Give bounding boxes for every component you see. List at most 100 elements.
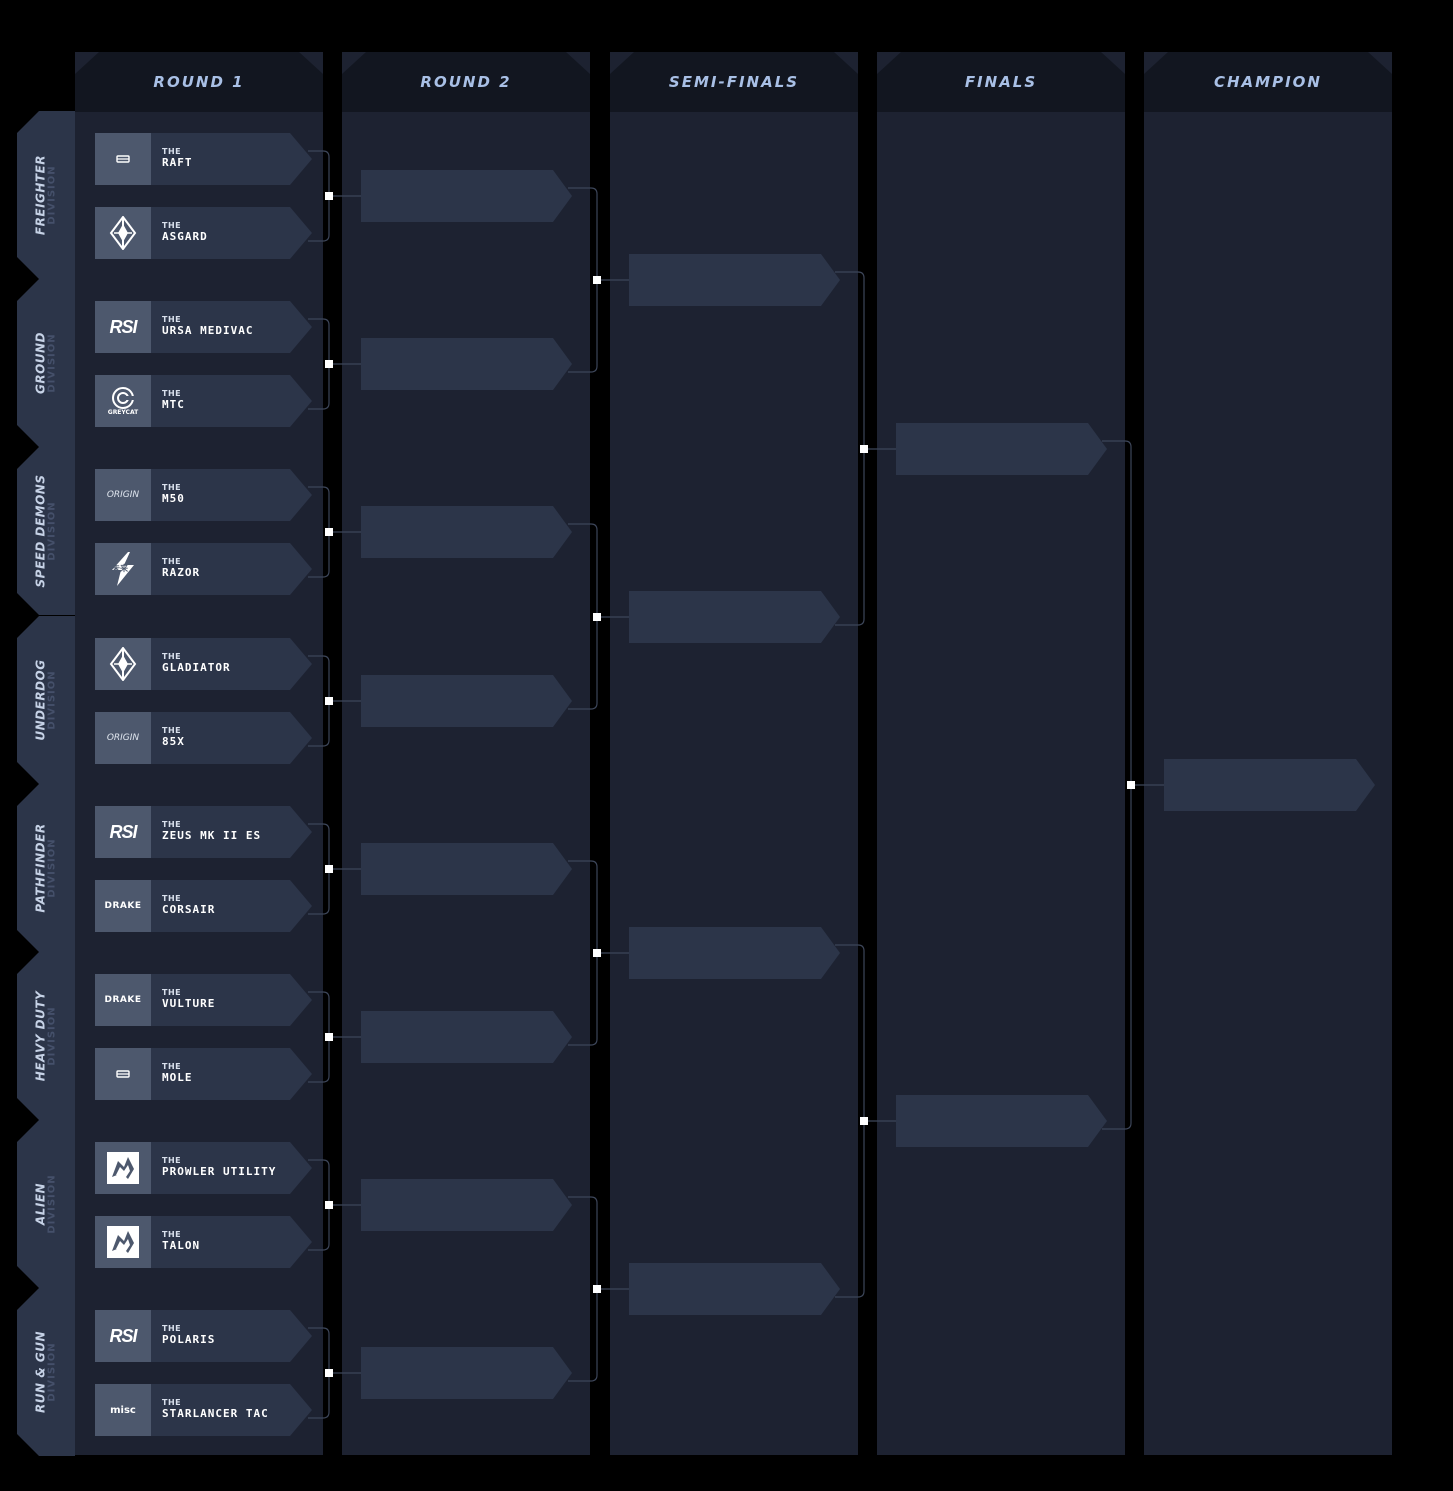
round-2-slot[interactable] [361, 338, 572, 390]
greycat-icon [111, 386, 134, 409]
team-prefix: THE [162, 726, 182, 735]
logo-text: DRAKE [104, 900, 142, 911]
argo-icon [95, 133, 151, 185]
round-2-slot[interactable] [361, 675, 572, 727]
round-2-slot[interactable] [361, 506, 572, 558]
column-header: CHAMPION [1144, 52, 1392, 112]
team-name-text: MOLE [162, 1071, 193, 1084]
argo-icon-icon [116, 1070, 130, 1078]
logo-text: 未来 [112, 564, 128, 573]
team-name-text: GLADIATOR [162, 661, 231, 674]
column-title: SEMI-FINALS [668, 73, 800, 91]
logo-text: RSI [109, 316, 137, 337]
semi-final-slot[interactable] [629, 254, 840, 306]
column-champion: CHAMPION [1144, 52, 1392, 1455]
rsi-logo: RSI [95, 301, 151, 353]
logo-text: ORIGIN [106, 490, 140, 500]
bracket-node [325, 697, 333, 705]
logo-text: RSI [109, 1325, 137, 1346]
team-prefix: THE [162, 1398, 182, 1407]
champion-slot[interactable] [1164, 759, 1375, 811]
origin-logo: ORIGIN [95, 469, 151, 521]
team-prefix: THE [162, 1156, 182, 1165]
team-name-text: 85X [162, 735, 185, 748]
team-name-text: POLARIS [162, 1333, 216, 1346]
bracket-node [325, 192, 333, 200]
semi-final-slot[interactable] [629, 591, 840, 643]
column-header: FINALS [877, 52, 1125, 112]
team-prefix: THE [162, 389, 182, 398]
logo-text: RSI [109, 821, 137, 842]
round-2-slot[interactable] [361, 170, 572, 222]
bracket-node [325, 1369, 333, 1377]
round-2-slot[interactable] [361, 1347, 572, 1399]
column-header: SEMI-FINALS [610, 52, 858, 112]
team-name-text: CORSAIR [162, 903, 216, 916]
column-finals: FINALS [877, 52, 1125, 1455]
round-2-slot[interactable] [361, 843, 572, 895]
column-header: ROUND 1 [75, 52, 323, 112]
esperia-icon-icon [107, 1226, 139, 1258]
team-name-text: VULTURE [162, 997, 216, 1010]
team-name-text: TALON [162, 1239, 201, 1252]
team-prefix: THE [162, 315, 182, 324]
team-name-text: M50 [162, 492, 185, 505]
semi-final-slot[interactable] [629, 927, 840, 979]
column-title: ROUND 1 [153, 73, 245, 91]
origin-logo: ORIGIN [95, 712, 151, 764]
final-slot[interactable] [896, 423, 1107, 475]
bracket-node [593, 949, 601, 957]
team-name-text: STARLANCER TAC [162, 1407, 269, 1420]
bracket-node [593, 613, 601, 621]
team-name-text: URSA MEDIVAC [162, 324, 254, 337]
team-prefix: THE [162, 221, 182, 230]
esperia-icon [95, 1216, 151, 1268]
argo-icon-icon [116, 155, 130, 163]
esperia-icon [95, 1142, 151, 1194]
team-name-text: ASGARD [162, 230, 208, 243]
drake-logo: DRAKE [95, 974, 151, 1026]
bracket-node [325, 360, 333, 368]
semi-final-slot[interactable] [629, 1263, 840, 1315]
team-prefix: THE [162, 557, 182, 566]
team-prefix: THE [162, 483, 182, 492]
logo-text: misc [110, 1404, 136, 1416]
round-2-slot[interactable] [361, 1179, 572, 1231]
bracket-node [325, 528, 333, 536]
anvil-icon [95, 638, 151, 690]
final-slot[interactable] [896, 1095, 1107, 1147]
bracket-node [860, 445, 868, 453]
bracket-node [325, 865, 333, 873]
logo-text: DRAKE [104, 994, 142, 1005]
round-2-slot[interactable] [361, 1011, 572, 1063]
logo-text: GREYCAT [107, 408, 139, 416]
